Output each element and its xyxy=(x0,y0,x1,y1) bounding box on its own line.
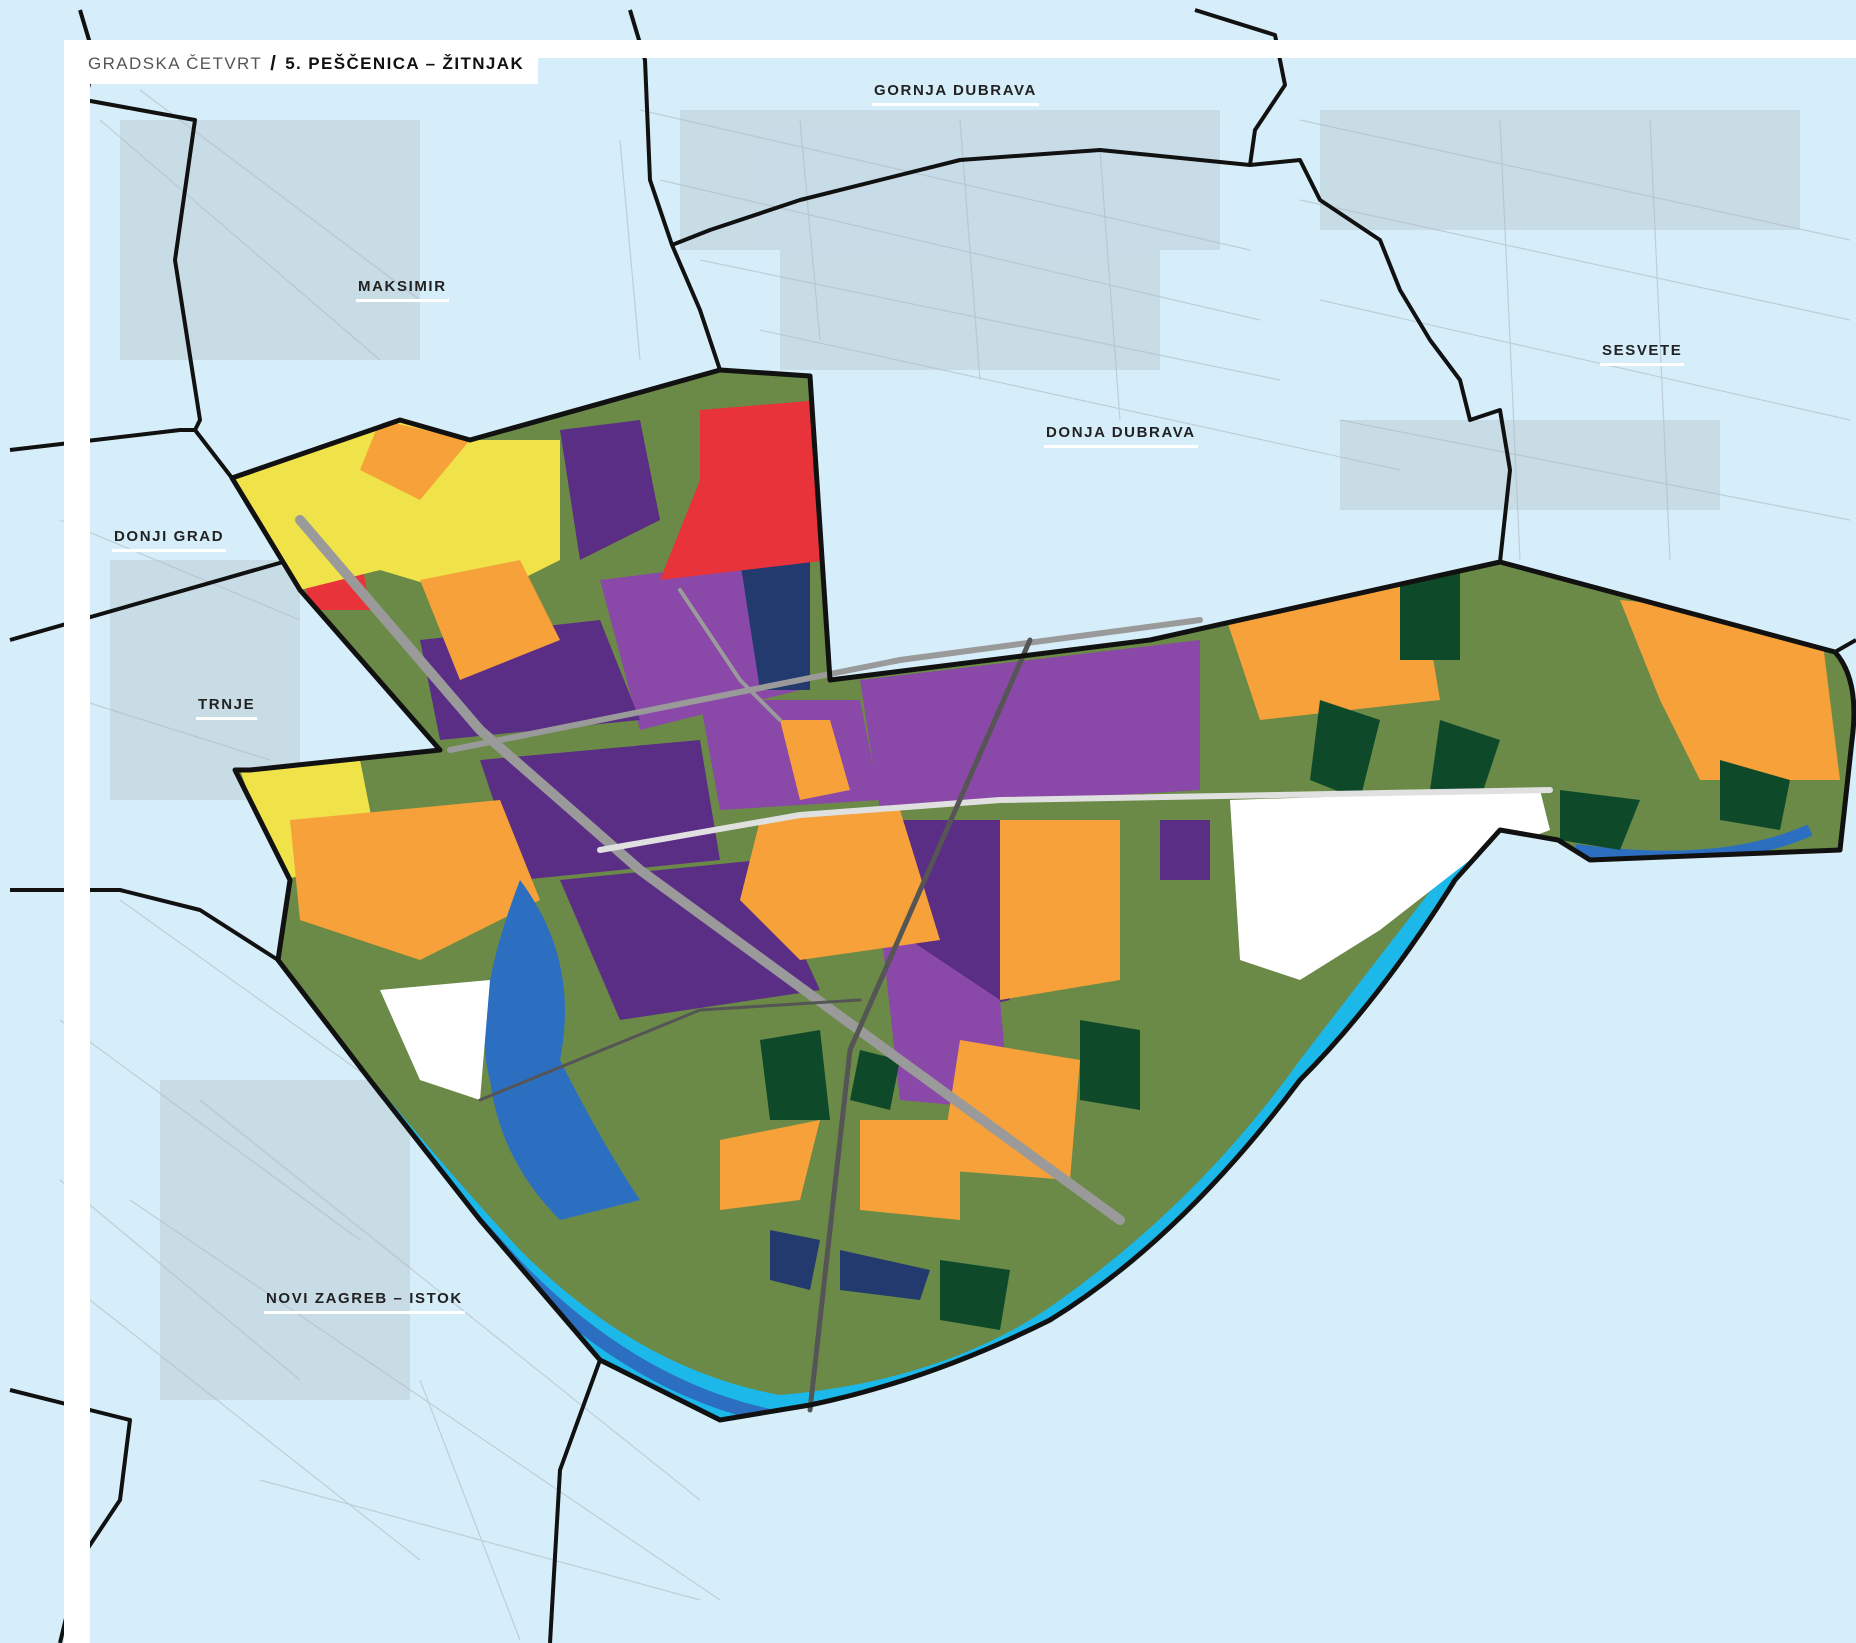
white-zone xyxy=(380,980,490,1100)
navy-zone xyxy=(770,1230,820,1290)
district-label-gornja-dubrava: GORNJA DUBRAVA xyxy=(872,82,1039,106)
title-district: 5. PEŠČENICA – ŽITNJAK xyxy=(285,54,525,73)
residential-zone xyxy=(360,420,470,500)
residential-zone xyxy=(420,560,560,680)
frame-border-left xyxy=(64,40,90,1643)
residential-zone xyxy=(1000,820,1120,1000)
district-outline xyxy=(229,367,1856,1423)
map-title: GRADSKA ČETVRT / 5. PEŠČENICA – ŽITNJAK xyxy=(64,44,539,84)
commercial-zone xyxy=(860,640,1200,810)
forest-zone xyxy=(1400,570,1460,660)
dense-residential-zone xyxy=(232,420,560,600)
forest-zone xyxy=(1720,760,1790,830)
forest-zone xyxy=(940,1260,1010,1330)
district-label-novi-zagreb-istok: NOVI ZAGREB – ISTOK xyxy=(264,1290,465,1314)
residential-zone xyxy=(1620,600,1840,780)
district-boundaries xyxy=(9,8,1856,1643)
navy-zone xyxy=(740,560,810,690)
title-separator: / xyxy=(270,52,278,75)
district-label-donja-dubrava: DONJA DUBRAVA xyxy=(1044,424,1198,448)
district-label-maksimir: MAKSIMIR xyxy=(356,278,449,302)
district-peščenica-žitnjak xyxy=(229,367,1856,1423)
residential-zone xyxy=(860,1120,960,1220)
street-network xyxy=(59,89,1851,1641)
forest-zone xyxy=(1310,700,1380,800)
wetland-zone xyxy=(484,880,640,1220)
district-label-sesvete: SESVETE xyxy=(1600,342,1685,366)
industrial-zone xyxy=(1160,820,1210,880)
road-network xyxy=(295,515,1553,1413)
district-label-donji-grad: DONJI GRAD xyxy=(112,528,227,552)
forest-zone xyxy=(1080,1020,1140,1110)
white-zone xyxy=(1230,790,1550,980)
residential-zone xyxy=(740,810,940,960)
residential-zone xyxy=(940,1040,1080,1180)
residential-zone xyxy=(1220,580,1440,720)
industrial-zone xyxy=(480,740,720,880)
forest-zone xyxy=(1430,720,1500,800)
forest-zone xyxy=(1560,790,1640,850)
forest-zone xyxy=(760,1030,830,1120)
forest-zone xyxy=(850,1050,900,1110)
residential-zone xyxy=(720,1120,820,1210)
industrial-zone xyxy=(560,420,660,560)
title-prefix: GRADSKA ČETVRT xyxy=(88,54,263,73)
district-label-trnje: TRNJE xyxy=(196,696,258,720)
public-zone xyxy=(660,400,830,580)
navy-zone xyxy=(840,1250,930,1300)
residential-zone xyxy=(780,720,850,800)
built-up-texture xyxy=(110,110,1800,1400)
residential-zone xyxy=(290,800,540,960)
